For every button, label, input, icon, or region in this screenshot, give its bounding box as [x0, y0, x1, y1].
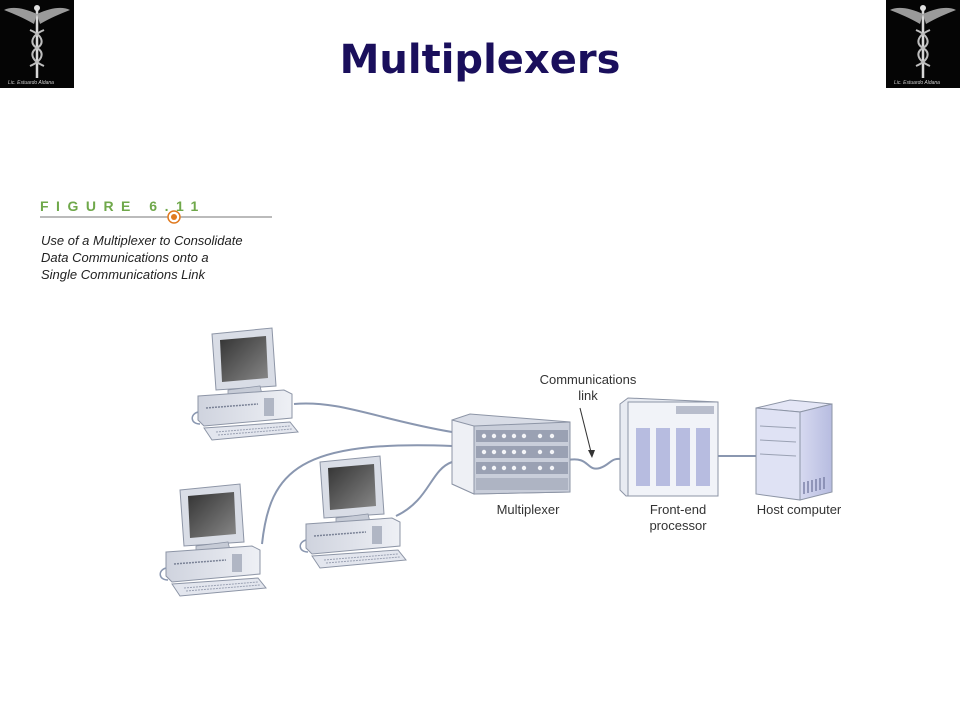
label-line: Communications	[539, 372, 637, 387]
caduceus-icon	[886, 0, 960, 88]
caduceus-icon	[0, 0, 74, 88]
cable-pc2	[261, 444, 453, 545]
slide-title: Multiplexers	[339, 37, 621, 83]
front-end-processor-device	[619, 397, 719, 497]
label-line: Front-end	[649, 502, 707, 517]
figure-label: FIGURE 6.11	[40, 198, 206, 214]
cable-pc1	[293, 402, 453, 433]
label-line: processor	[649, 518, 707, 533]
host-computer-device	[755, 399, 833, 501]
communications-link-label: Communications link	[528, 372, 648, 404]
logo-right: Lic. Estuardo Aldana	[886, 0, 960, 88]
figure-caption: Use of a Multiplexer to Consolidate Data…	[41, 232, 291, 283]
workstation-pc-2	[159, 483, 267, 597]
front-end-processor-label: Front-end processor	[628, 502, 728, 534]
workstation-pc-3	[299, 455, 407, 569]
host-computer-label: Host computer	[756, 502, 842, 517]
caption-line: Use of a Multiplexer to Consolidate	[41, 233, 243, 248]
workstation-pc-1	[191, 327, 299, 441]
logo-caption: Lic. Estuardo Aldana	[894, 80, 940, 86]
cable-pc3	[395, 461, 453, 517]
caption-line: Single Communications Link	[41, 267, 206, 282]
caption-line: Data Communications onto a	[41, 250, 209, 265]
multiplexer-label: Multiplexer	[496, 502, 560, 517]
communications-link-cable	[567, 458, 627, 470]
logo-left: Lic. Estuardo Aldana	[0, 0, 74, 88]
multiplexer-device	[451, 413, 571, 495]
label-line: link	[578, 388, 598, 403]
logo-caption: Lic. Estuardo Aldana	[8, 80, 54, 86]
